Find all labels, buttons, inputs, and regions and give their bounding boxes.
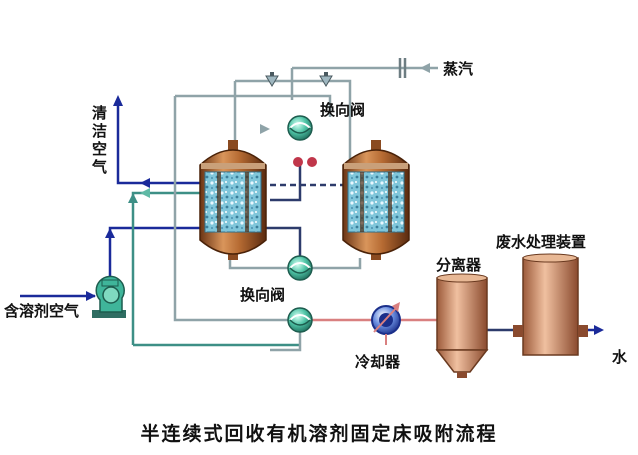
- steam-arrow: [420, 63, 430, 73]
- gray-right-arrow: [260, 124, 270, 134]
- wastewater-label: 废水处理装置: [496, 233, 586, 251]
- cooler-label: 冷却器: [355, 353, 401, 371]
- small-valve-left: [265, 72, 279, 87]
- teal-loop-pipe: [131, 191, 205, 345]
- reversing-valve-bottom: [287, 307, 313, 333]
- steam-inlet-gate: [398, 58, 407, 78]
- reversing-valve-middle: [287, 255, 313, 281]
- pipe-network: [20, 66, 598, 352]
- solvent-air-label: 含溶剂空气: [4, 302, 79, 320]
- reversing-valve-bottom-label: 换向阀: [240, 286, 285, 304]
- separator-label: 分离器: [436, 256, 482, 274]
- blower-fan: [92, 275, 126, 318]
- inlet-arrow: [86, 291, 96, 301]
- fan-up-arrow: [105, 228, 115, 238]
- clean-air-label-2: 洁: [92, 122, 107, 140]
- small-valves: [265, 72, 333, 87]
- water-arrow: [594, 325, 604, 335]
- separator-vessel: [435, 273, 489, 378]
- indicator-dots: [293, 157, 317, 167]
- clean-air-arrow: [113, 95, 123, 106]
- labels: 清 洁 空 气 蒸汽 换向阀 换向阀 含溶剂空气 分离器 废水处理装置 冷却器 …: [4, 60, 628, 445]
- fan-up-pipe: [108, 226, 205, 283]
- water-label: 水: [612, 348, 628, 366]
- adsorber-left: [199, 140, 267, 260]
- steam-label: 蒸汽: [443, 60, 473, 78]
- clean-air-label-3: 空: [92, 140, 107, 158]
- cooler-unit: [371, 302, 401, 345]
- reversing-valve-top: [287, 115, 313, 141]
- small-valve-right: [319, 72, 333, 87]
- clean-air-label-1: 清: [92, 104, 107, 122]
- teal-left-arrow: [140, 188, 150, 198]
- adsorber-right: [342, 140, 410, 260]
- teal-up-arrow: [128, 193, 138, 203]
- diagram-caption: 半连续式回收有机溶剂固定床吸附流程: [140, 422, 497, 445]
- clean-air-label-4: 气: [91, 158, 107, 176]
- clean-air-pipe: [116, 102, 205, 185]
- flow-arrows: [86, 63, 604, 335]
- wastewater-treatment-unit: [513, 253, 588, 356]
- clean-air-left-arrow: [140, 178, 150, 188]
- reversing-valve-top-label: 换向阀: [320, 101, 365, 119]
